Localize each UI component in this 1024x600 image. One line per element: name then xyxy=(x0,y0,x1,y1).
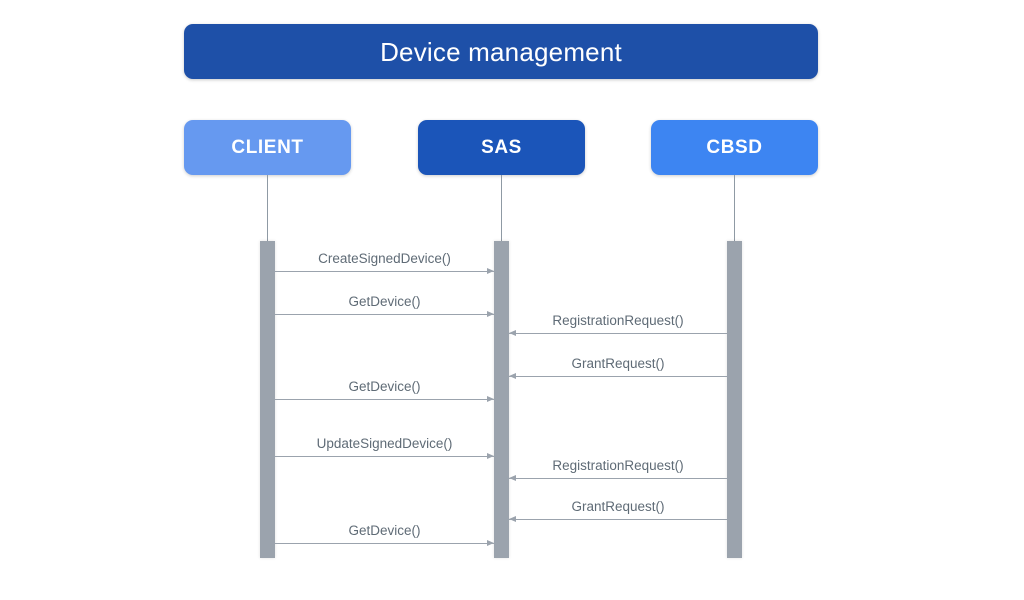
arrow-right-icon xyxy=(487,539,494,546)
message-line xyxy=(509,376,727,377)
message-label: RegistrationRequest() xyxy=(552,457,684,473)
activation-bar-sas xyxy=(494,241,509,558)
lifeline-sas xyxy=(501,175,502,241)
actor-label-sas: SAS xyxy=(481,137,522,158)
activation-bar-cbsd xyxy=(727,241,742,558)
diagram-title-bar: Device management xyxy=(184,24,818,79)
actor-header-client[interactable]: CLIENT xyxy=(184,120,351,175)
lifeline-client xyxy=(267,175,268,241)
message-label: UpdateSignedDevice() xyxy=(316,435,453,451)
message-line xyxy=(275,399,494,400)
arrow-left-icon xyxy=(509,515,516,522)
message-line xyxy=(275,271,494,272)
activation-bar-client xyxy=(260,241,275,558)
arrow-left-icon xyxy=(509,329,516,336)
message-label: GetDevice() xyxy=(348,293,421,309)
message-line xyxy=(275,314,494,315)
arrow-left-icon xyxy=(509,474,516,481)
message-line xyxy=(275,456,494,457)
message-line xyxy=(509,478,727,479)
message-line xyxy=(275,543,494,544)
arrow-right-icon xyxy=(487,395,494,402)
message-label: GrantRequest() xyxy=(571,355,665,371)
actor-label-client: CLIENT xyxy=(231,137,304,158)
actor-header-sas[interactable]: SAS xyxy=(418,120,585,175)
arrow-right-icon xyxy=(487,452,494,459)
arrow-right-icon xyxy=(487,310,494,317)
message-label: GetDevice() xyxy=(348,378,421,394)
arrow-left-icon xyxy=(509,372,516,379)
page-title: Device management xyxy=(380,36,622,67)
lifeline-cbsd xyxy=(734,175,735,241)
message-label: RegistrationRequest() xyxy=(552,312,684,328)
actor-label-cbsd: CBSD xyxy=(706,137,763,158)
message-line xyxy=(509,333,727,334)
actor-header-cbsd[interactable]: CBSD xyxy=(651,120,818,175)
message-label: GetDevice() xyxy=(348,522,421,538)
arrow-right-icon xyxy=(487,267,494,274)
message-label: GrantRequest() xyxy=(571,498,665,514)
message-label: CreateSignedDevice() xyxy=(318,250,451,266)
message-line xyxy=(509,519,727,520)
